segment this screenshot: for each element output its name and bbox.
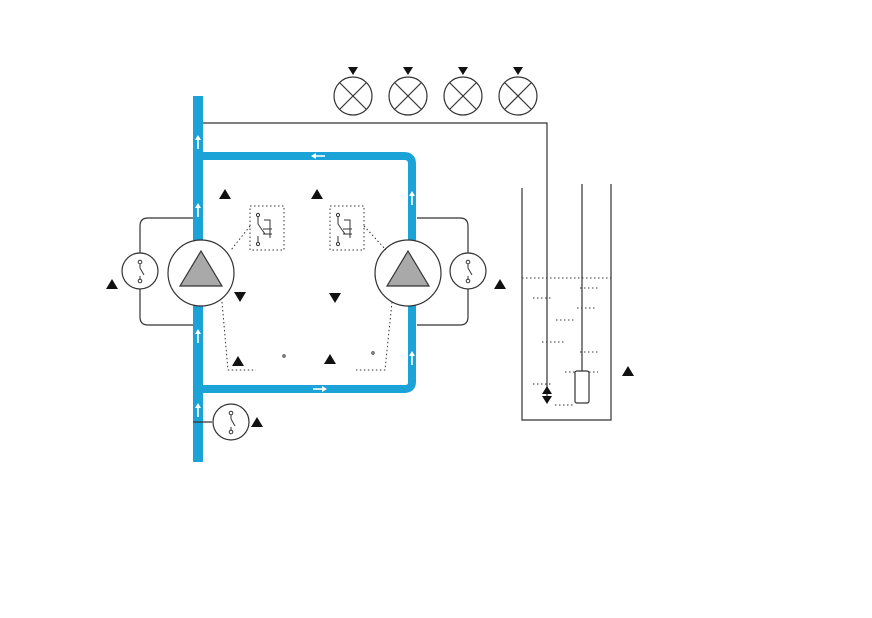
indicator-lamp-icon xyxy=(443,67,483,116)
pump-icon xyxy=(374,239,442,307)
marker-up-icon xyxy=(219,189,231,199)
flow-arrow-icon xyxy=(195,135,201,149)
relay-contact-icon xyxy=(255,212,272,247)
flow-arrow-icon xyxy=(195,329,201,343)
signal-line xyxy=(203,122,548,400)
pressure-switch-left xyxy=(121,252,159,290)
marker-up-icon xyxy=(311,189,323,199)
pump-left xyxy=(167,239,235,307)
flow-arrow-icon xyxy=(195,403,201,417)
pressure-switch-icon xyxy=(121,252,159,290)
float-switch-icon xyxy=(542,386,552,404)
marker-up-icon xyxy=(622,366,634,376)
pressure-switch-inlet xyxy=(212,403,250,441)
triangle-markers xyxy=(106,189,634,427)
flow-arrows xyxy=(195,135,415,417)
marker-up-icon xyxy=(494,279,506,289)
pump-icon xyxy=(167,239,235,307)
flow-arrow-icon xyxy=(195,203,201,217)
relay-contact-icon xyxy=(335,212,352,247)
marker-up-icon xyxy=(251,417,263,427)
flow-arrow-icon xyxy=(409,351,415,365)
flow-arrow-icon xyxy=(313,386,327,392)
marker-up-icon xyxy=(324,354,336,364)
relay-box-right xyxy=(329,205,365,251)
marker-up-icon xyxy=(106,279,118,289)
level-marks xyxy=(533,287,600,406)
flow-arrow-icon xyxy=(311,153,325,159)
flow-arrow-icon xyxy=(409,191,415,205)
marker-up-icon xyxy=(232,356,244,366)
tank xyxy=(521,184,612,421)
indicator-lamp-icon xyxy=(498,67,538,116)
indicator-lamp-icon xyxy=(333,67,373,116)
marker-down-icon xyxy=(329,293,341,303)
lamp-group xyxy=(333,67,538,116)
tank-icon xyxy=(521,184,612,421)
float-switch-icon xyxy=(574,370,590,404)
pressure-switch-icon xyxy=(449,252,487,290)
relay-box-left xyxy=(249,205,285,251)
indicator-lamp-icon xyxy=(388,67,428,116)
pump-right xyxy=(374,239,442,307)
marker-down-icon xyxy=(234,292,246,302)
pressure-switch-icon xyxy=(212,403,250,441)
pressure-switch-right xyxy=(449,252,487,290)
control-wiring xyxy=(221,225,393,371)
